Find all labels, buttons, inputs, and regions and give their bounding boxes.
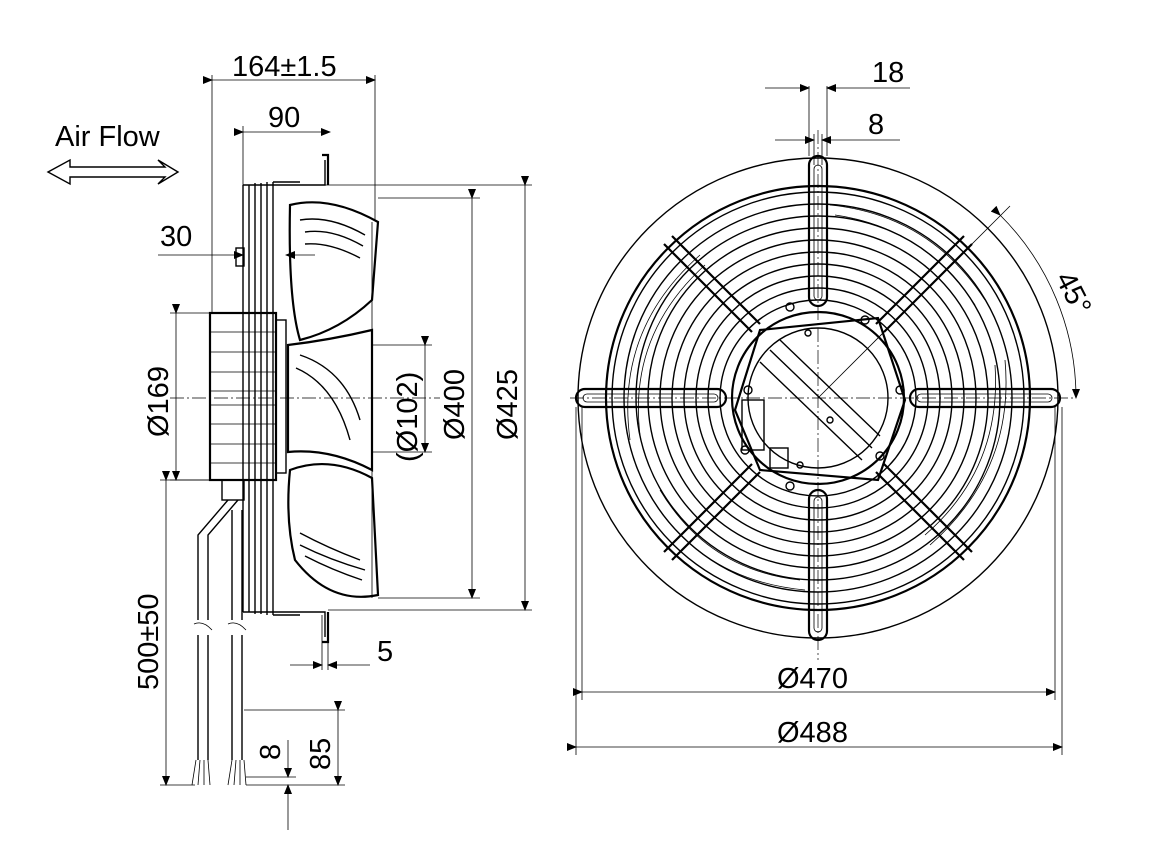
air-flow-indicator: Air Flow: [46, 121, 180, 186]
dim-outer-diameter: Ø488: [567, 407, 1063, 755]
front-view: 18 8 45° Ø470 Ø488: [567, 57, 1097, 755]
dim-impeller-diameter: Ø400: [378, 189, 480, 599]
dim-cable-length: 500±50: [133, 471, 210, 786]
dim-wire-end-label: 8: [255, 744, 287, 760]
dim-overall-depth-label: 164±1.5: [232, 51, 337, 83]
dim-strip-length-label: 85: [305, 738, 337, 770]
dim-hole-circle-label: Ø470: [777, 663, 848, 695]
dim-motor-depth: 90: [234, 102, 331, 185]
dim-flange: 30: [158, 221, 315, 259]
dim-slot-inner: 8: [775, 109, 900, 165]
air-flow-label: Air Flow: [55, 121, 161, 153]
dim-impeller-diameter-label: Ø400: [439, 369, 471, 440]
dim-motor-diameter-label: Ø169: [143, 366, 175, 437]
dim-guard-diameter-label: Ø425: [492, 369, 524, 440]
dim-flange-label: 30: [160, 221, 192, 253]
dim-slot-inner-label: 8: [868, 109, 884, 141]
front-motor-hub: [730, 302, 907, 491]
dim-offset-label: 5: [377, 636, 393, 668]
dim-cable-length-label: 500±50: [133, 593, 165, 690]
air-flow-arrow-icon: [46, 158, 180, 186]
dim-hub-diameter-label: (Ø102): [392, 372, 424, 462]
dim-strip-length: 85: [244, 701, 345, 786]
front-guard-struts: [574, 154, 1062, 642]
side-view: 164±1.5 90 30 Ø169 (Ø102): [133, 51, 532, 830]
side-impeller: [286, 201, 380, 598]
dim-offset: 5: [290, 615, 393, 670]
dim-motor-depth-label: 90: [268, 102, 300, 134]
dim-slot-width: 18: [765, 57, 910, 156]
dim-motor-diameter: Ø169: [143, 304, 210, 481]
dim-outer-diameter-label: Ø488: [777, 717, 848, 749]
dim-hole-circle: Ø470: [573, 407, 1056, 700]
dim-wire-end: 8: [246, 740, 296, 830]
dim-angle-label: 45°: [1049, 267, 1097, 321]
dim-hub-diameter: (Ø102): [372, 336, 432, 462]
side-motor: [208, 247, 287, 501]
dim-slot-width-label: 18: [872, 57, 904, 89]
dim-guard-diameter: Ø425: [300, 176, 532, 611]
side-cables: [191, 499, 247, 786]
dim-overall-depth: 164±1.5: [203, 51, 376, 313]
